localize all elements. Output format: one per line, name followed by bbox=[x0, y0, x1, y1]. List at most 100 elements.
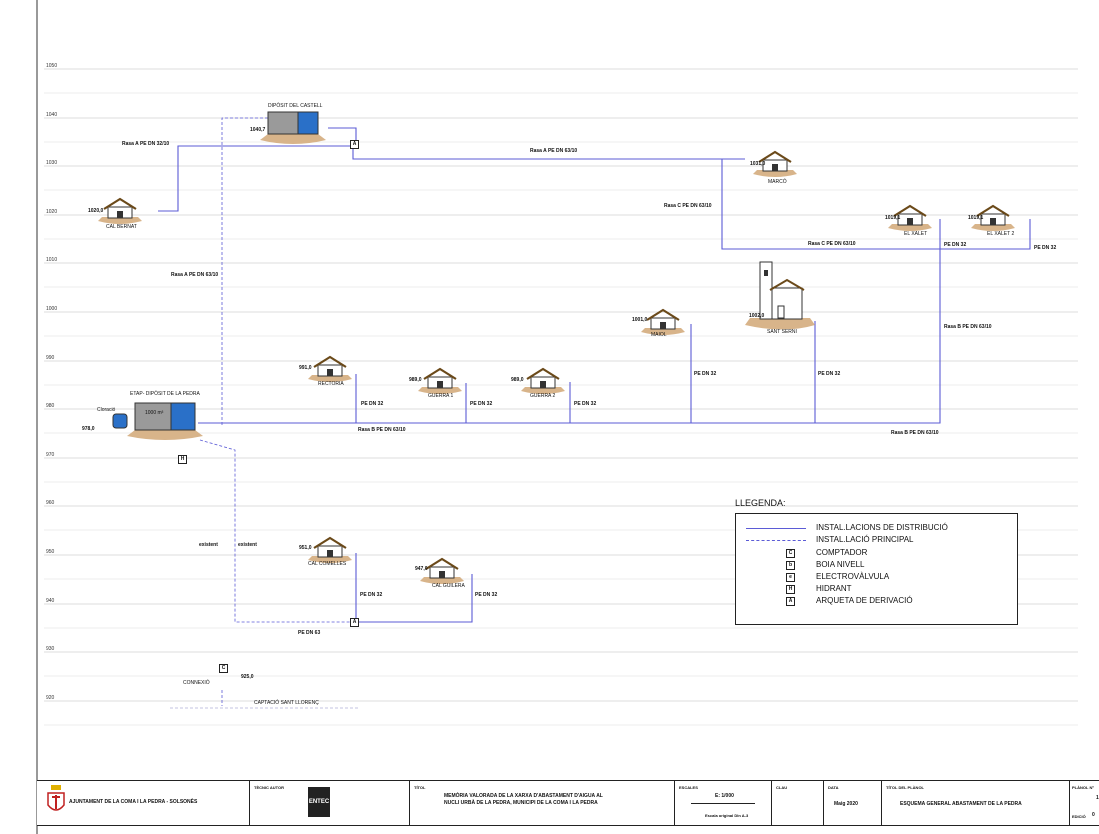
level-label: 970 bbox=[46, 452, 55, 458]
level-etap: 978,0 bbox=[82, 426, 95, 432]
level-cal-guilera: 947,0 bbox=[415, 566, 428, 572]
scale-value: E: 1/000 bbox=[715, 793, 734, 799]
cell-plan-title: TÍTOL DEL PLÀNOL ESQUEMA GENERAL ABASTAM… bbox=[881, 781, 1070, 825]
level-label: 920 bbox=[46, 695, 55, 701]
house-icon bbox=[308, 536, 352, 563]
pipe-rasa-b bbox=[198, 249, 941, 424]
author-label: TÈCNIC AUTOR bbox=[254, 785, 284, 790]
company-logo: ENTEC bbox=[308, 787, 330, 817]
title-line-1: MEMÒRIA VALORADA DE LA XARXA D'ABASTAMEN… bbox=[444, 793, 603, 799]
label-etap-volume: 1000 m³ bbox=[145, 410, 164, 416]
legend-symbol: b bbox=[786, 561, 795, 570]
level-guerra2: 989,0 bbox=[511, 377, 524, 383]
legend-line-distribution bbox=[746, 528, 806, 529]
level-guerra1: 989,0 bbox=[409, 377, 422, 383]
level-label: 1030 bbox=[46, 160, 58, 166]
house-icon bbox=[753, 150, 797, 177]
house-icon bbox=[308, 355, 352, 382]
pipe-label-rasa-a-1: Rasa A PE DN 32/10 bbox=[122, 141, 170, 147]
label-captacio: CAPTACIÓ SANT LLORENÇ bbox=[254, 700, 319, 706]
level-label: 980 bbox=[46, 403, 55, 409]
pipe-label-rasa-a-3: Rasa A PE DN 63/10 bbox=[171, 272, 219, 278]
cell-author: TÈCNIC AUTOR ENTEC bbox=[249, 781, 410, 825]
label-guerra1: GUERRA 1 bbox=[428, 393, 454, 399]
edition-number: 0 bbox=[1092, 812, 1095, 818]
title-line-2: NUCLI URBÀ DE LA PEDRA, MUNICIPI DE LA C… bbox=[444, 800, 598, 806]
pipe-castell-out bbox=[328, 127, 357, 143]
cell-title: TÍTOL MEMÒRIA VALORADA DE LA XARXA D'ABA… bbox=[409, 781, 636, 825]
house-icon bbox=[521, 367, 565, 394]
legend-symbol: e bbox=[786, 573, 795, 582]
cell-clau: CLAU bbox=[771, 781, 824, 825]
houses bbox=[98, 111, 1015, 584]
pipe-label-rasa-b-bottom: Rasa B PE DN 63/10 bbox=[891, 430, 939, 436]
level-label: 960 bbox=[46, 500, 55, 506]
label-cal-guilera: CAL GUILERA bbox=[432, 583, 465, 589]
legend-item-label: INSTAL.LACIONS DE DISTRIBUCIÓ bbox=[816, 523, 948, 532]
legend-symbol: H bbox=[786, 585, 795, 594]
house-icon bbox=[98, 197, 142, 224]
house-icon bbox=[971, 204, 1015, 231]
level-connexio: 925,0 bbox=[241, 674, 254, 680]
label-maiol: MAIOL bbox=[651, 332, 667, 338]
legend-line-main bbox=[746, 540, 806, 541]
date-label: DATA bbox=[828, 785, 839, 790]
pipe-main-lower bbox=[199, 439, 356, 623]
pipe-label-pe32-xalet2: PE DN 32 bbox=[1034, 245, 1057, 251]
pipe-label-rasa-a-2: Rasa A PE DN 63/10 bbox=[530, 148, 578, 154]
level-label: 930 bbox=[46, 646, 55, 652]
scale-label: ESCALES bbox=[679, 785, 698, 790]
legend-item-label: INSTAL.LACIÓ PRINCIPAL bbox=[816, 535, 914, 544]
arqueta-marker: A bbox=[350, 618, 359, 627]
pipe-label-pe32-maiol: PE DN 32 bbox=[694, 371, 717, 377]
house-icon bbox=[420, 557, 464, 584]
pipe-label-existent-1: existent bbox=[199, 542, 218, 548]
cell-sheet: PLÀNOL Nº 1 EDICIÓ 0 bbox=[1069, 781, 1099, 825]
label-el-xalet: EL XALET bbox=[904, 231, 928, 237]
main-pipes bbox=[170, 117, 360, 709]
level-rectoria: 991,0 bbox=[299, 365, 312, 371]
level-label: 1040 bbox=[46, 112, 58, 118]
legend-symbol: A bbox=[786, 597, 795, 606]
level-el-xalet: 1019,1 bbox=[885, 215, 901, 221]
edition-label: EDICIÓ bbox=[1072, 814, 1086, 819]
comptador-marker: C bbox=[219, 664, 228, 673]
tank-castell-icon bbox=[260, 111, 326, 144]
pipe-label-rasa-c-2: Rasa C PE DN 63/10 bbox=[808, 241, 856, 247]
pipe-label-pe63: PE DN 63 bbox=[298, 630, 321, 636]
pipe-rasa-a-2 bbox=[352, 146, 745, 160]
level-cal-comelles: 951,0 bbox=[299, 545, 312, 551]
legend-item-label: ARQUETA DE DERIVACIÓ bbox=[816, 596, 913, 605]
pipe-label-pe32-guilera: PE DN 32 bbox=[475, 592, 498, 598]
pipe-label-rasa-c-1: Rasa C PE DN 63/10 bbox=[664, 203, 712, 209]
legend: INSTAL.LACIONS DE DISTRIBUCIÓ INSTAL.LAC… bbox=[735, 513, 1018, 625]
label-cal-comelles: CAL COMELLES bbox=[308, 561, 347, 567]
title-block: AJUNTAMENT DE LA COMA I LA PEDRA - SOLSO… bbox=[37, 780, 1099, 826]
clau-label: CLAU bbox=[776, 785, 788, 790]
legend-item-label: ELECTROVÀLVULA bbox=[816, 572, 890, 581]
coat-of-arms-icon bbox=[47, 785, 65, 811]
label-marco: MARCÓ bbox=[768, 179, 787, 185]
pipe-main-rise bbox=[221, 117, 268, 425]
level-label: 1010 bbox=[46, 257, 58, 263]
level-el-xalet2: 1019,1 bbox=[968, 215, 984, 221]
pipe-label-pe32-guerra1: PE DN 32 bbox=[470, 401, 493, 407]
scale-bar bbox=[691, 803, 755, 804]
level-grid bbox=[44, 68, 1078, 726]
label-guerra2: GUERRA 2 bbox=[530, 393, 556, 399]
level-label: 1050 bbox=[46, 63, 58, 69]
level-marco: 1031,0 bbox=[750, 161, 766, 167]
pipe-label-pe32-comelles: PE DN 32 bbox=[360, 592, 383, 598]
level-label: 950 bbox=[46, 549, 55, 555]
scale-note: Escala original DIn A-3 bbox=[705, 813, 749, 818]
label-cal-bernat: CAL BERNAT bbox=[106, 224, 137, 230]
cell-scale: ESCALES E: 1/000 Escala original DIn A-3 bbox=[674, 781, 772, 825]
label-cloracio: Cloració bbox=[97, 407, 116, 413]
tank-etap-icon bbox=[127, 402, 203, 440]
level-label: 1020 bbox=[46, 209, 58, 215]
pipe-label-pe32-serni: PE DN 32 bbox=[818, 371, 841, 377]
pipe-label-pe32-guerra2: PE DN 32 bbox=[574, 401, 597, 407]
pipe-label-pe32-xalet: PE DN 32 bbox=[944, 242, 967, 248]
house-icon bbox=[641, 308, 685, 335]
